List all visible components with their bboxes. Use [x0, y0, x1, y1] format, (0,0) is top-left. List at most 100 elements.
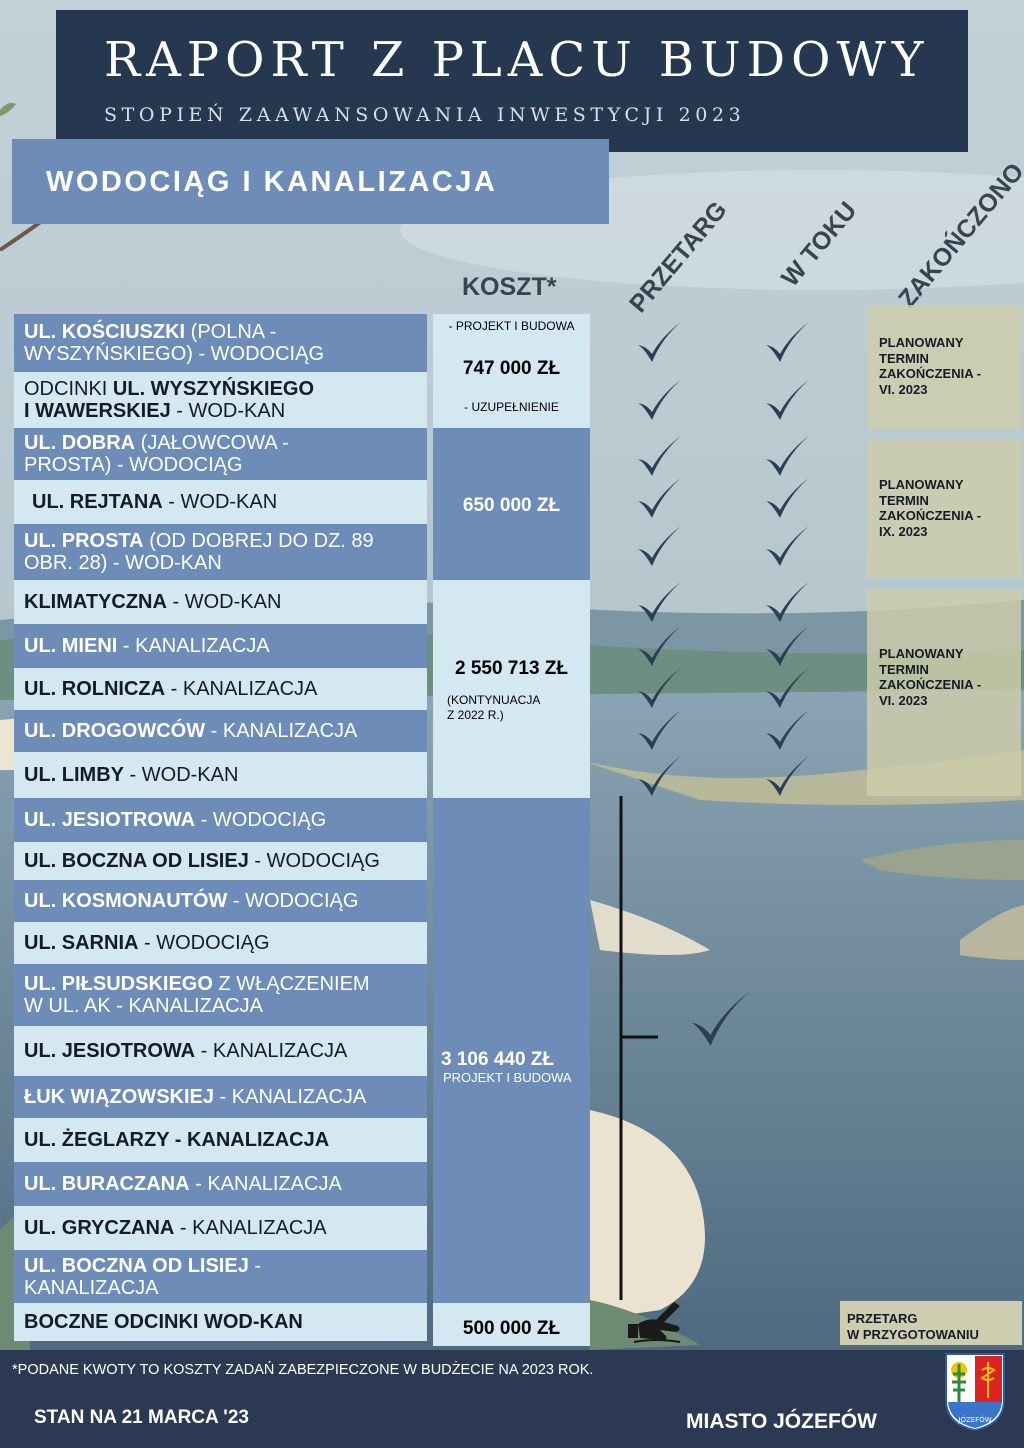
cost-1-note-bottom: - UZUPEŁNIENIE [464, 400, 559, 414]
cost-block-4: 3 106 440 ZŁ PROJEKT I BUDOWA [433, 798, 590, 1303]
tender-check-icon [638, 526, 681, 566]
tender-check-icon [638, 380, 681, 420]
table-row: UL. GRYCZANA - KANALIZACJA [14, 1206, 427, 1250]
cost-block-5: 500 000 ZŁ [433, 1303, 590, 1346]
table-row: UL. DROGOWCÓW - KANALIZACJA [14, 710, 427, 752]
in-progress-check-icon [766, 380, 809, 420]
footer-bar [0, 1350, 1024, 1448]
cost-block-3: 2 550 713 ZŁ (KONTYNUACJA Z 2022 R.) [433, 580, 590, 798]
row-line-1: UL. LIMBY - WOD-KAN [24, 764, 239, 786]
table-row: KLIMATYCZNA - WOD-KAN [14, 580, 427, 624]
row-line-1: UL. ROLNICZA - KANALIZACJA [24, 678, 318, 700]
cost-block-2: 650 000 ZŁ [433, 428, 590, 580]
in-progress-check-icon [766, 322, 809, 362]
row-line-1: UL. DOBRA (JAŁOWCOWA - [24, 432, 289, 454]
row-line-1: UL. PIŁSUDSKIEGO Z WŁĄCZENIEM [24, 973, 370, 995]
row-line-1: ODCINKI UL. WYSZYŃSKIEGO [24, 378, 315, 400]
row-line-2: OBR. 28) - WOD-KAN [24, 552, 222, 574]
row-line-2: PROSTA) - WODOCIĄG [24, 454, 243, 476]
table-row: UL. BOCZNA OD LISIEJ -KANALIZACJA [14, 1250, 427, 1303]
cost-5-value: 500 000 ZŁ [462, 1318, 561, 1339]
in-progress-check-icon [766, 478, 809, 518]
in-progress-check-icon [766, 756, 809, 796]
row-line-1: BOCZNE ODCINKI WOD-KAN [24, 1311, 303, 1333]
row-line-1: UL. REJTANA - WOD-KAN [32, 491, 278, 513]
row-line-1: UL. DROGOWCÓW - KANALIZACJA [24, 720, 358, 742]
row-line-1: UL. BOCZNA OD LISIEJ - WODOCIĄG [24, 850, 380, 872]
table-row: UL. ROLNICZA - KANALIZACJA [14, 668, 427, 710]
table-row: UL. JESIOTROWA - KANALIZACJA [14, 1026, 427, 1076]
header-banner [56, 10, 968, 152]
table-row: UL. DOBRA (JAŁOWCOWA -PROSTA) - WODOCIĄG [14, 428, 427, 480]
in-progress-check-icon [766, 626, 809, 666]
row-line-1: UL. JESIOTROWA - WODOCIĄG [24, 809, 327, 831]
cost-3-note-1: (KONTYNUACJA [447, 693, 541, 707]
row-line-1: KLIMATYCZNA - WOD-KAN [24, 591, 282, 613]
row-line-2: I WAWERSKIEJ - WOD-KAN [24, 400, 286, 422]
in-progress-check-icon [766, 668, 809, 708]
row-line-1: UL. GRYCZANA - KANALIZACJA [24, 1217, 327, 1239]
section-title: WODOCIĄG I KANALIZACJA [46, 166, 498, 198]
cost-3-note-2: Z 2022 R.) [447, 708, 504, 722]
cost-block-1: - PROJEKT I BUDOWA 747 000 ZŁ - UZUPEŁNI… [433, 314, 590, 428]
in-progress-check-icon [766, 710, 809, 750]
crest-text: JÓZEFÓW [957, 1415, 991, 1424]
page-title: RAPORT Z PLACU BUDOWY [104, 32, 930, 88]
row-line-1: UL. JESIOTROWA - KANALIZACJA [24, 1040, 348, 1062]
cost-2-value: 650 000 ZŁ [462, 495, 561, 516]
tender-check-icon [638, 710, 681, 750]
tender-check-icon [638, 668, 681, 708]
table-row: ŁUK WIĄZOWSKIEJ - KANALIZACJA [14, 1076, 427, 1118]
section-banner [12, 139, 609, 224]
row-line-1: UL. PROSTA (OD DOBREJ DO DZ. 89 [24, 530, 374, 552]
row-line-1: UL. BURACZANA - KANALIZACJA [24, 1173, 342, 1195]
city-crest-icon: JÓZEFÓW [945, 1353, 1005, 1432]
column-header-cost: KOSZT* [462, 273, 557, 301]
table-row: BOCZNE ODCINKI WOD-KAN [14, 1303, 427, 1341]
table-row: UL. LIMBY - WOD-KAN [14, 752, 427, 798]
table-row: UL. MIENI - KANALIZACJA [14, 624, 427, 668]
table-row: UL. KOSMONAUTÓW - WODOCIĄG [14, 880, 427, 922]
row-line-1: ŁUK WIĄZOWSKIEJ - KANALIZACJA [24, 1086, 367, 1108]
table-row: UL. REJTANA - WOD-KAN [14, 480, 427, 524]
tender-check-icon [638, 756, 681, 796]
in-progress-check-icon [766, 526, 809, 566]
cost-1-note-top: - PROJEKT I BUDOWA [448, 319, 575, 333]
row-line-1: UL. ŻEGLARZY - KANALIZACJA [24, 1129, 330, 1151]
tender-check-icon [638, 478, 681, 518]
row-line-1: UL. KOSMONAUTÓW - WODOCIĄG [24, 890, 359, 912]
cost-3-value: 2 550 713 ZŁ [454, 658, 569, 679]
tender-check-icon [638, 626, 681, 666]
tender-check-icon [638, 582, 681, 622]
cost-4-value: 3 106 440 ZŁ [441, 1049, 555, 1070]
row-line-1: UL. SARNIA - WODOCIĄG [24, 932, 270, 954]
table-row: UL. KOŚCIUSZKI (POLNA -WYSZYŃSKIEGO) - W… [14, 314, 427, 372]
tender-check-icon [638, 436, 681, 476]
tender-prep-box [840, 1301, 1022, 1345]
tender-check-icon [638, 322, 681, 362]
in-progress-check-icon [766, 436, 809, 476]
row-line-2: KANALIZACJA [24, 1276, 159, 1299]
cost-4-note: PROJEKT I BUDOWA [443, 1070, 572, 1085]
table-row: UL. JESIOTROWA - WODOCIĄG [14, 798, 427, 842]
row-line-2: W UL. AK - KANALIZACJA [24, 995, 263, 1017]
table-row: UL. ŻEGLARZY - KANALIZACJA [14, 1118, 427, 1162]
page-subtitle: STOPIEŃ ZAAWANSOWANIA INWESTYCJI 2023 [104, 104, 746, 126]
footer-note: *PODANE KWOTY TO KOSZTY ZADAŃ ZABEZPIECZ… [12, 1362, 594, 1378]
table-row: UL. BOCZNA OD LISIEJ - WODOCIĄG [14, 842, 427, 880]
footer-city: MIASTO JÓZEFÓW [686, 1410, 877, 1433]
row-line-2: WYSZYŃSKIEGO) - WODOCIĄG [24, 343, 325, 365]
group-bracket [619, 796, 658, 1300]
in-progress-check-icon [766, 582, 809, 622]
table-row: UL. SARNIA - WODOCIĄG [14, 922, 427, 964]
